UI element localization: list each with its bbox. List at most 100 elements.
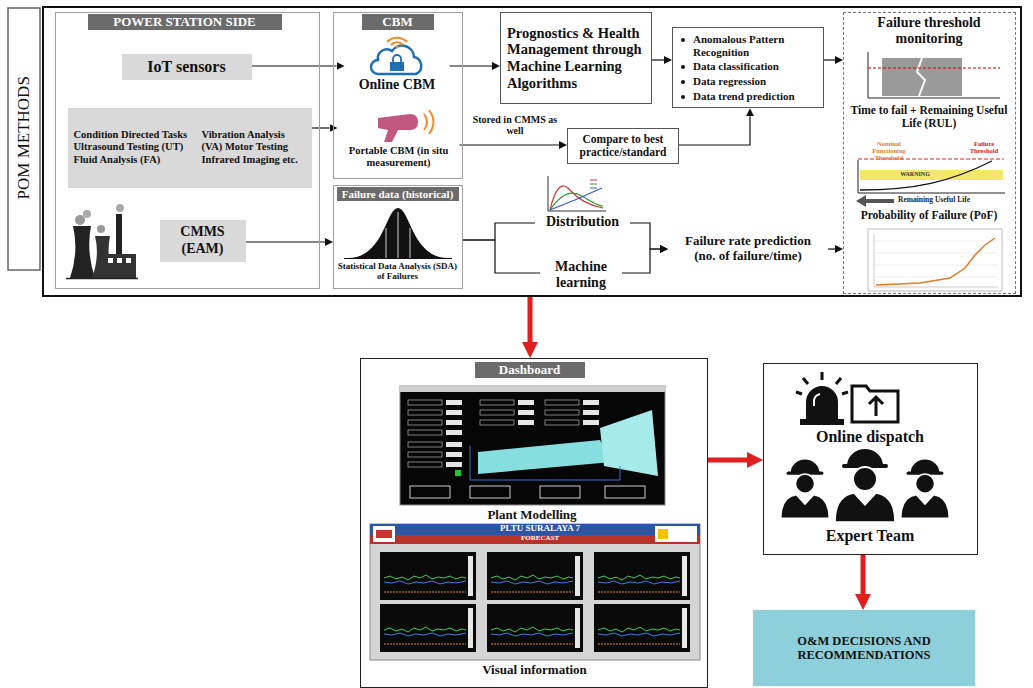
flow-arrow [463, 223, 535, 240]
node-text: Online CBM [345, 77, 450, 93]
plant-model-screenshot [540, 486, 580, 498]
distribution-chart [548, 176, 606, 211]
flow-arrow [463, 240, 540, 273]
connector-label: Stored in CMMS as well [468, 113, 562, 137]
node-text: POM METHODS [14, 63, 34, 213]
panel-heading: CBM [362, 14, 434, 31]
bell-curve [344, 258, 452, 259]
pof-chart [874, 287, 998, 288]
plant-model-screenshot [408, 442, 462, 447]
plant-model-screenshot [400, 386, 665, 505]
alarm-icon [806, 386, 838, 420]
task-box: Condition Directed Tasks Ultrasound Test… [68, 108, 312, 188]
forecast-screenshot [655, 526, 697, 542]
process-box: Prognostics & Health Management through … [500, 12, 652, 104]
plant-model-screenshot [408, 420, 462, 425]
chart-label: Remaining Useful Life [898, 196, 998, 204]
node-text: Statistical Data Analysis (SDA) of Failu… [337, 261, 459, 282]
distribution-chart [550, 188, 602, 210]
cloud-icon [371, 38, 421, 74]
bullet-dot [681, 95, 685, 99]
bullet-dot [681, 65, 685, 69]
bullet-dot [681, 38, 685, 42]
input-box: CMMS (EAM) [160, 220, 246, 262]
cloud-icon [393, 55, 401, 62]
cloud-icon [390, 62, 404, 71]
node-text: Probability of Failure (PoF) [850, 209, 1009, 222]
forecast-screenshot [370, 524, 700, 660]
plant-model-screenshot [408, 400, 462, 405]
pof-chart [874, 277, 998, 278]
pof-chart [874, 253, 998, 254]
forecast-screenshot [380, 604, 476, 652]
flow-arrow [460, 144, 560, 145]
power-plant-icon [117, 258, 122, 263]
panel-heading: Failure data (historical) [337, 187, 459, 202]
flow-arrow [630, 223, 660, 249]
power-plant-icon [108, 258, 113, 263]
icon-node: Online CBM [345, 33, 450, 96]
plant-model-screenshot [408, 430, 462, 435]
forecast-screenshot [380, 552, 476, 600]
node-text: Plant Modelling [400, 508, 665, 523]
worker-icon [781, 460, 829, 518]
chart-label: FORECAST [460, 535, 620, 543]
node-text: Prognostics & Health Management through … [507, 25, 645, 92]
forecast-screenshot [373, 526, 395, 542]
flow-arrow-red [528, 297, 533, 342]
bullet-item: Data regression [679, 75, 817, 88]
threshold-chart [868, 52, 1000, 98]
bullet-text: Data regression [693, 75, 817, 88]
bell-curve [398, 212, 399, 258]
forecast-screenshot [376, 530, 392, 538]
bullet-text: Data trend prediction [693, 90, 817, 103]
input-box: IoT sensors [122, 54, 252, 80]
plant-model-screenshot [455, 470, 461, 476]
node-text: Failure threshold monitoring [848, 15, 1011, 47]
connectors [246, 60, 864, 594]
rul-chart [860, 170, 1003, 180]
flow-arrow [622, 249, 660, 273]
alarm-icon [814, 394, 820, 406]
chart-label: PLTU SURALAYA 7 [460, 524, 620, 534]
flow-arrow [246, 241, 326, 242]
plant-model-screenshot [400, 386, 665, 505]
node-text: Machine learning [546, 259, 616, 291]
node-text: O&M DECISIONS AND RECOMMENDATIONS [759, 634, 969, 663]
plant-model-screenshot [480, 400, 534, 405]
alarm-icon [796, 372, 848, 425]
rul-chart [860, 161, 992, 190]
distribution-chart [590, 180, 597, 181]
node-text: Online dispatch [768, 428, 973, 446]
threshold-chart [882, 58, 962, 96]
forecast-screenshot [370, 524, 700, 660]
flow-arrow-red [861, 555, 866, 594]
power-plant-icon [66, 204, 138, 279]
power-plant-icon [104, 254, 136, 278]
result-box: O&M DECISIONS AND RECOMMENDATIONS [753, 610, 975, 686]
chart-label: Failure Threshold [962, 140, 1006, 154]
forecast-screenshot [594, 604, 690, 652]
node-text: Distribution [535, 214, 630, 230]
worker-icon [835, 449, 895, 522]
plant-model-screenshot [545, 410, 599, 415]
forecast-screenshot [487, 552, 583, 600]
plant-model-screenshot [408, 410, 462, 415]
bell-curve [386, 228, 387, 258]
plant-model-screenshot [600, 410, 658, 476]
bell-curve [344, 208, 452, 259]
node-text: Condition Directed Tasks Ultrasound Test… [74, 129, 202, 165]
node-text: Compare to best practice/standard [574, 133, 672, 159]
power-plant-icon [116, 204, 124, 212]
plant-model-screenshot [470, 486, 510, 498]
forecast-screenshot [370, 524, 700, 535]
plant-model-screenshot [478, 440, 612, 474]
flow-arrow-red [708, 458, 747, 463]
plant-model-screenshot [400, 386, 665, 392]
folder-icon [852, 386, 898, 422]
pof-chart [874, 265, 998, 266]
section-panel: Online CBMPortable CBM (in situ measurem… [333, 12, 463, 179]
forecast-screenshot [594, 552, 690, 600]
